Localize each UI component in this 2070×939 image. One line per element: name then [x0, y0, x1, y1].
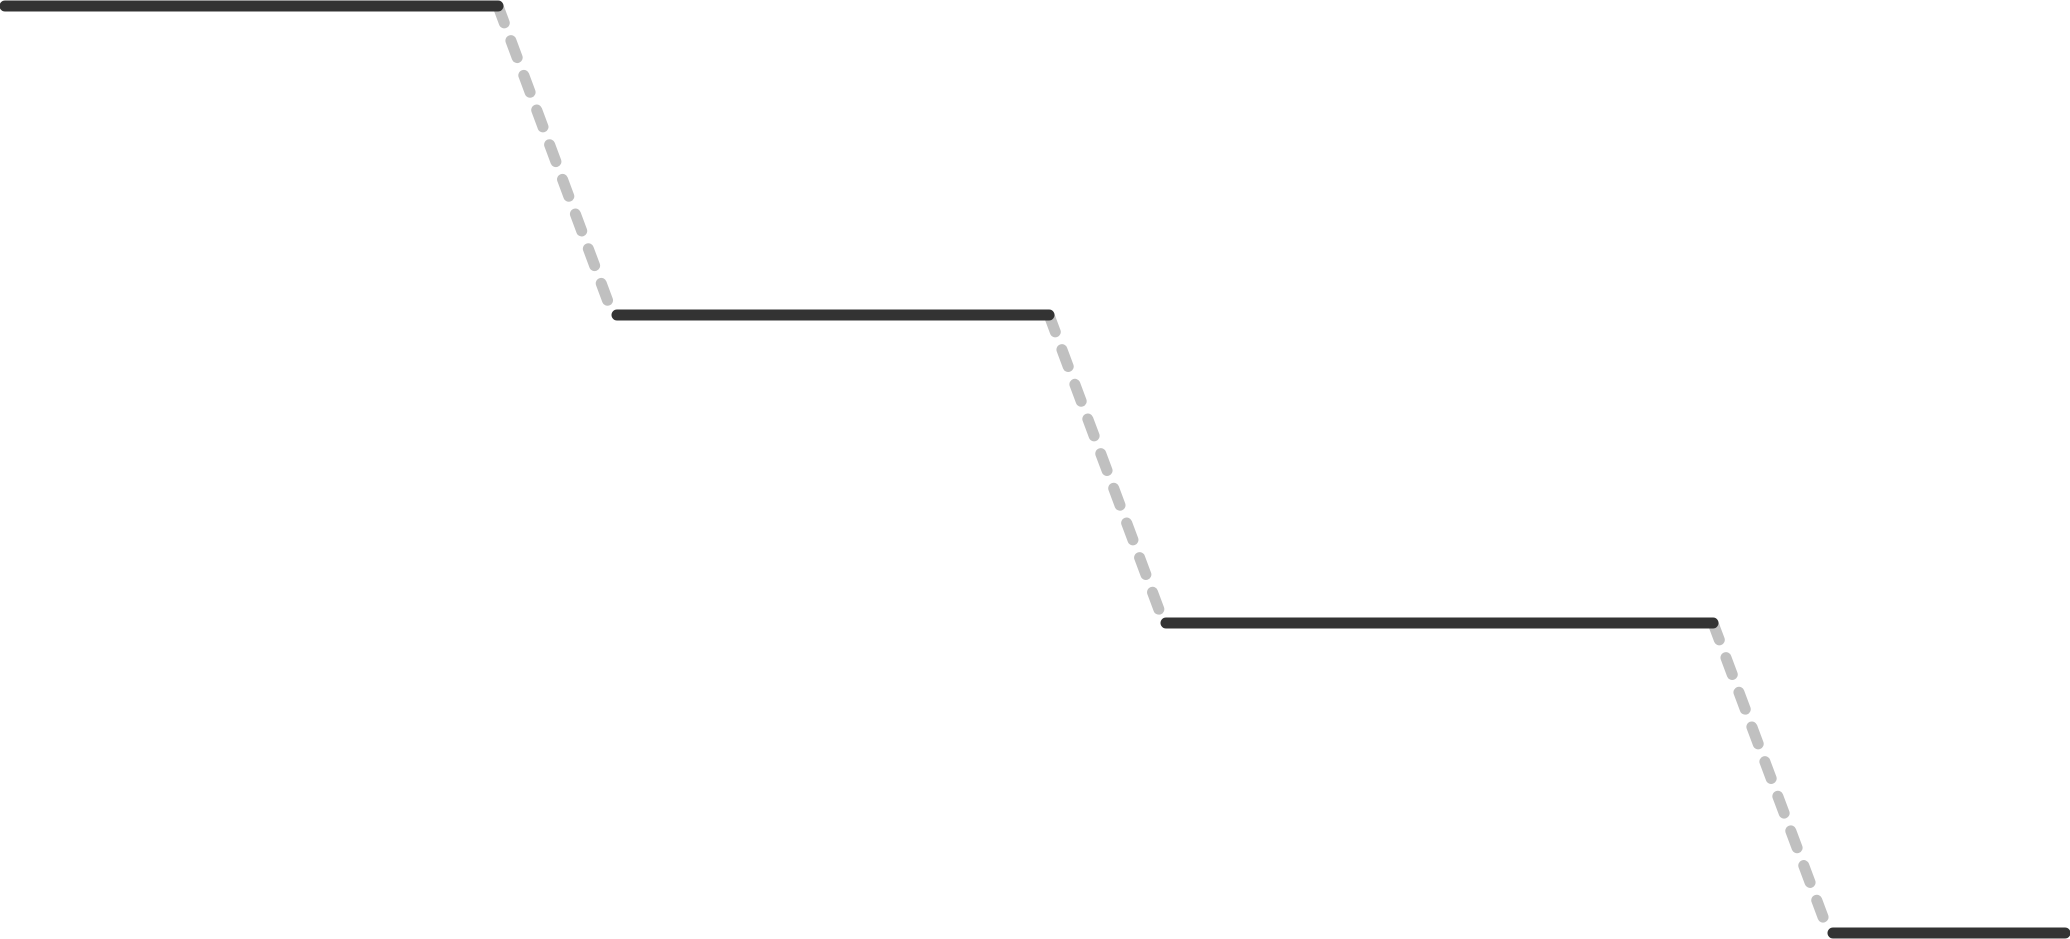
riser-1	[492, 0, 619, 321]
riser-2	[1043, 309, 1170, 629]
riser-3	[1707, 617, 1835, 939]
